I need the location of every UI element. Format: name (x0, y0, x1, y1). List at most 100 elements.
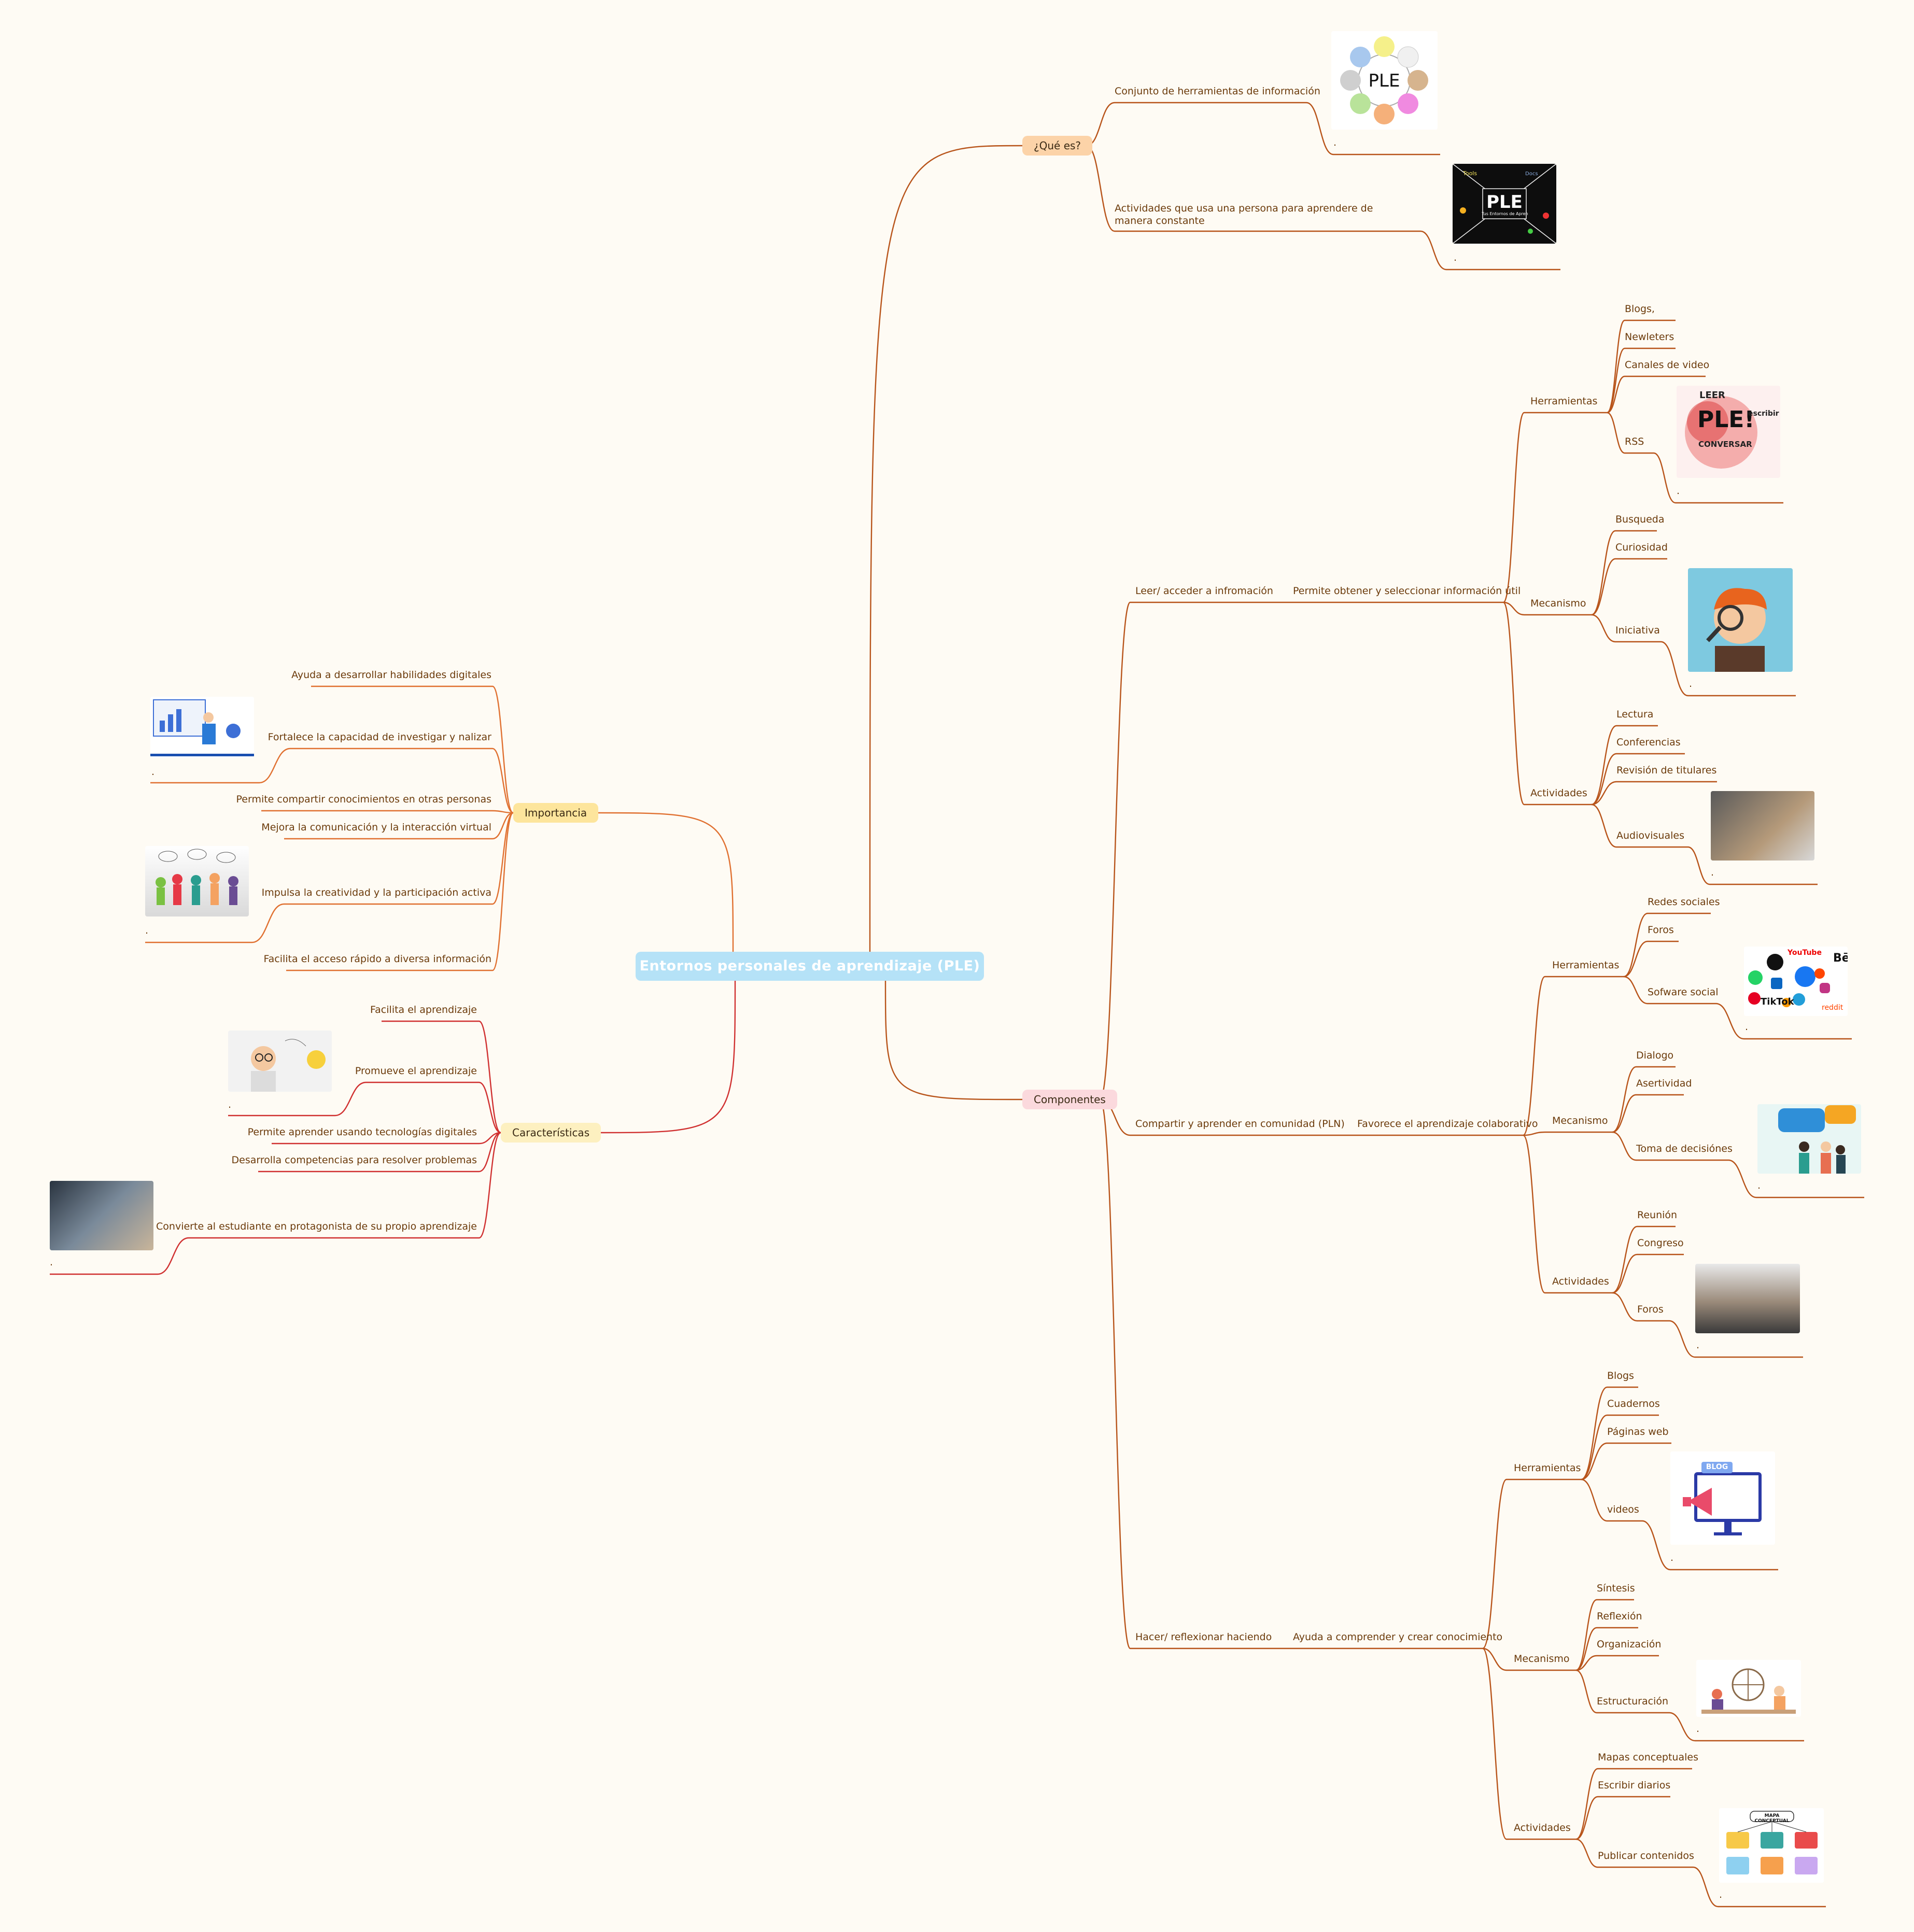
connector (1612, 1253, 1638, 1294)
leer-mec-1[interactable]: Busqueda (1615, 514, 1665, 525)
connector (1669, 1712, 1696, 1742)
compartir-herramientas[interactable]: Herramientas (1552, 960, 1620, 971)
hacer-herr-3[interactable]: Páginas web (1607, 1426, 1669, 1437)
leer-badge-top: LEER (1699, 390, 1725, 401)
image-caption: . (1696, 1723, 1700, 1734)
connector (1482, 1478, 1507, 1649)
compartir-herr-1[interactable]: Redes sociales (1648, 896, 1720, 908)
compartir-herr-2[interactable]: Foros (1648, 924, 1674, 936)
compartir-mec-1[interactable]: Dialogo (1636, 1050, 1674, 1061)
hacer-herr-1[interactable]: Blogs (1607, 1370, 1634, 1381)
connector (1306, 102, 1334, 156)
compartir-mec-3[interactable]: Toma de decisiónes (1636, 1143, 1733, 1154)
connector (478, 1132, 501, 1173)
caracteristicas-item-3[interactable]: Permite aprender usando tecnologías digi… (247, 1126, 477, 1138)
connector (869, 145, 1023, 952)
hacer-reflexionar[interactable]: Hacer/ reflexionar haciendo (1135, 1631, 1272, 1643)
hacer-act-2[interactable]: Escribir diarios (1598, 1780, 1671, 1791)
importancia-item-6[interactable]: Facilita el acceso rápido a diversa info… (263, 953, 491, 965)
topic-caracteristicas[interactable]: Características (501, 1123, 601, 1143)
thinking-boy-illustration (228, 1031, 332, 1092)
hacer-act-1[interactable]: Mapas conceptuales (1598, 1752, 1698, 1763)
image-caption: . (1711, 867, 1714, 878)
caracteristicas-item-5[interactable]: Convierte al estudiante en protagonista … (156, 1221, 477, 1232)
leer-herr-1[interactable]: Blogs, (1625, 303, 1655, 315)
central-topic[interactable]: Entornos personales de aprendizaje (PLE) (636, 952, 984, 981)
leer-actividades[interactable]: Actividades (1530, 787, 1587, 799)
leer-act-1[interactable]: Lectura (1616, 709, 1654, 720)
compartir-mec-2[interactable]: Asertividad (1636, 1078, 1692, 1089)
leer-herramientas[interactable]: Herramientas (1530, 396, 1598, 407)
ple-board-title: PLE (1486, 192, 1523, 213)
hacer-mecanismo[interactable]: Mecanismo (1514, 1653, 1570, 1665)
compartir-act-3[interactable]: Foros (1637, 1304, 1664, 1315)
connector (1591, 725, 1617, 806)
compartir-comunidad[interactable]: Compartir y aprender en comunidad (PLN) (1135, 1118, 1345, 1130)
connector (1581, 1414, 1608, 1480)
caracteristicas-item-2[interactable]: Promueve el aprendizaje (355, 1065, 477, 1077)
connector (1612, 1292, 1638, 1322)
image-caption: . (145, 925, 149, 936)
leer-act-2[interactable]: Conferencias (1616, 737, 1681, 748)
compartir-act-1[interactable]: Reunión (1637, 1209, 1678, 1221)
blog-illustration: BLOG (1670, 1451, 1775, 1545)
compartir-herr-3[interactable]: Sofware social (1648, 986, 1719, 998)
topic-componentes[interactable]: Componentes (1022, 1090, 1117, 1109)
connector (492, 812, 514, 840)
leer-acceder[interactable]: Leer/ acceder a infromación (1135, 585, 1273, 597)
topic-que-es[interactable]: ¿Qué es? (1022, 136, 1093, 156)
connector (1420, 230, 1447, 271)
connector (251, 903, 285, 943)
connector (334, 1081, 367, 1117)
compartir-actividades[interactable]: Actividades (1552, 1276, 1609, 1287)
image-caption: . (1677, 485, 1680, 497)
leer-herr-2[interactable]: Newleters (1625, 331, 1674, 343)
magnifier-man-image (1688, 568, 1793, 672)
caracteristicas-item-4[interactable]: Desarrolla competencias para resolver pr… (231, 1154, 477, 1166)
leer-herr-4[interactable]: RSS (1625, 436, 1644, 447)
structuring-illustration (1696, 1660, 1801, 1717)
importancia-item-4[interactable]: Mejora la comunicación y la interacción … (261, 822, 491, 833)
hacer-mec-3[interactable]: Organización (1597, 1639, 1662, 1650)
importancia-item-3[interactable]: Permite compartir conocimientos en otras… (236, 794, 492, 805)
hacer-sub[interactable]: Ayuda a comprender y crear conocimiento (1293, 1631, 1503, 1643)
compartir-act-2[interactable]: Congreso (1637, 1237, 1684, 1249)
que-es-item-1[interactable]: Conjunto de herramientas de información (1115, 86, 1320, 97)
hacer-mec-4[interactable]: Estructuración (1597, 1696, 1668, 1707)
students-photo (50, 1181, 153, 1250)
leer-sub[interactable]: Permite obtener y seleccionar informació… (1293, 585, 1521, 597)
importancia-item-5[interactable]: Impulsa la creatividad y la participació… (261, 887, 491, 898)
leer-act-3[interactable]: Revisión de titulares (1616, 765, 1717, 776)
creativity-people-illustration (145, 846, 249, 916)
topic-importancia[interactable]: Importancia (513, 803, 599, 823)
compartir-sub[interactable]: Favorece el aprendizaje colaborativo (1357, 1118, 1538, 1130)
image-caption: . (1454, 252, 1457, 263)
hacer-mec-2[interactable]: Reflexión (1597, 1611, 1642, 1622)
hacer-herr-2[interactable]: Cuadernos (1607, 1398, 1660, 1409)
hacer-herr-4[interactable]: videos (1607, 1504, 1639, 1515)
connector (1669, 1320, 1696, 1358)
hacer-act-3[interactable]: Publicar contenidos (1598, 1850, 1694, 1862)
importancia-item-1[interactable]: Ayuda a desarrollar habilidades digitale… (291, 669, 491, 681)
leer-mec-3[interactable]: Iniciativa (1615, 625, 1660, 636)
hacer-actividades[interactable]: Actividades (1514, 1822, 1571, 1834)
dialogue-illustration (1757, 1104, 1861, 1174)
leer-act-4[interactable]: Audiovisuales (1616, 830, 1684, 841)
hacer-mec-1[interactable]: Síntesis (1597, 1583, 1635, 1594)
connector (1502, 412, 1525, 603)
caracteristicas-item-1[interactable]: Facilita el aprendizaje (370, 1004, 477, 1016)
connector (492, 748, 514, 814)
leer-herr-3[interactable]: Canales de video (1625, 359, 1710, 371)
importancia-item-2[interactable]: Fortalece la capacidad de investigar y n… (268, 731, 491, 743)
leer-mecanismo[interactable]: Mecanismo (1530, 598, 1586, 609)
image-caption: . (1696, 1339, 1700, 1351)
connector (1612, 1225, 1638, 1294)
logo-reddit: reddit (1822, 1004, 1843, 1012)
compartir-mecanismo[interactable]: Mecanismo (1552, 1115, 1608, 1126)
que-es-item-2[interactable]: Actividades que usa una persona para apr… (1115, 203, 1373, 227)
connector (1522, 976, 1546, 1136)
connector (1575, 1599, 1597, 1671)
leer-mec-2[interactable]: Curiosidad (1615, 542, 1668, 553)
ple-circle-title: PLE (1368, 70, 1400, 91)
hacer-herramientas[interactable]: Herramientas (1514, 1462, 1581, 1474)
